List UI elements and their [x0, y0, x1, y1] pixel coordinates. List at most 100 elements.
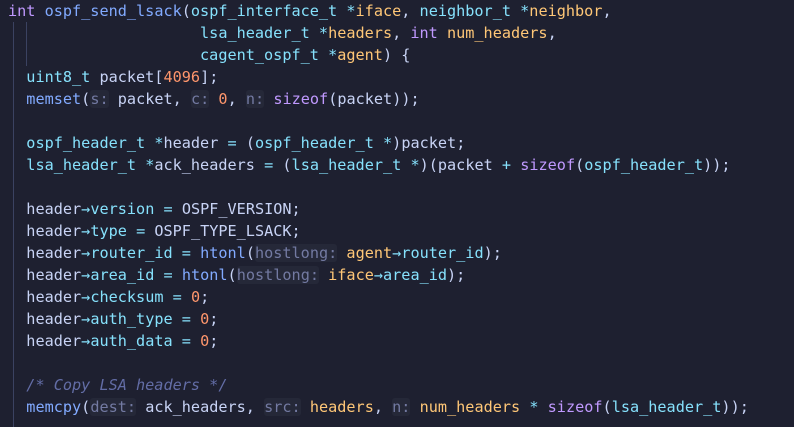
punctuation-token	[8, 90, 26, 108]
punctuation-token	[8, 376, 26, 394]
operator-token: =	[181, 310, 191, 328]
punctuation-token: ,	[602, 2, 612, 20]
punctuation-token	[337, 2, 346, 20]
code-line[interactable]: memset(s: packet, c: 0, n: sizeof(packet…	[8, 88, 749, 110]
punctuation-token	[173, 244, 182, 262]
operator-token: *	[145, 156, 155, 174]
punctuation-token: (	[81, 398, 91, 416]
indent-guide	[26, 22, 27, 66]
keyword-token: sizeof	[520, 156, 576, 174]
inlay-hint: n:	[392, 398, 411, 416]
inlay-hint: hostlong:	[236, 266, 319, 284]
punctuation-token	[319, 266, 328, 284]
operator-token: =	[264, 156, 274, 174]
code-line[interactable]: memcpy(dest: ack_headers, src: headers, …	[8, 396, 749, 418]
punctuation-token	[374, 134, 383, 152]
code-line[interactable]: header→type = OSPF_TYPE_LSACK;	[8, 220, 749, 242]
punctuation-token	[191, 332, 200, 350]
inlay-hint: s:	[90, 90, 109, 108]
punctuation-token	[173, 332, 182, 350]
code-line[interactable]: header→version = OSPF_VERSION;	[8, 198, 749, 220]
punctuation-token	[191, 244, 200, 262]
punctuation-token: ;	[456, 134, 466, 152]
code-line[interactable]: lsa_header_t *headers, int num_headers,	[8, 22, 749, 44]
keyword-token: sizeof	[547, 398, 603, 416]
code-line[interactable]: ospf_header_t *header = (ospf_header_t *…	[8, 132, 749, 154]
type-token: ospf_header_t	[26, 134, 146, 152]
punctuation-token: ,	[373, 398, 393, 416]
punctuation-token	[145, 134, 154, 152]
type-token: lsa_header_t	[291, 156, 402, 174]
identifier-token: header	[26, 222, 82, 240]
punctuation-token: )(	[419, 156, 438, 174]
punctuation-token: ) {	[382, 46, 411, 64]
punctuation-token	[154, 200, 163, 218]
punctuation-token	[310, 24, 319, 42]
operator-token: =	[172, 288, 182, 306]
operator-token: →	[81, 200, 91, 218]
punctuation-token	[8, 222, 26, 240]
function-token: memcpy	[26, 398, 82, 416]
type-token: router_id	[401, 244, 484, 262]
identifier-token: header	[26, 200, 82, 218]
punctuation-token: );	[483, 244, 502, 262]
punctuation-token: ,	[227, 90, 246, 108]
punctuation-token	[8, 266, 26, 284]
function-token: htonl	[200, 244, 246, 262]
code-line[interactable]	[8, 176, 749, 198]
punctuation-token	[8, 310, 26, 328]
operator-token: *	[383, 134, 393, 152]
inlay-hint: hostlong:	[254, 244, 338, 262]
type-token: ospf_interface_t	[190, 2, 338, 20]
operator-token: *	[346, 2, 356, 20]
operator-token: →	[81, 288, 91, 306]
number-token: 0	[218, 90, 228, 108]
code-line[interactable]: header→router_id = htonl(hostlong: agent…	[8, 242, 749, 264]
code-line[interactable]: cagent_ospf_t *agent) {	[8, 44, 749, 66]
punctuation-token	[8, 46, 200, 64]
punctuation-token	[8, 244, 26, 262]
punctuation-token	[511, 156, 520, 174]
punctuation-token: ;	[200, 288, 210, 306]
code-line[interactable]	[8, 352, 749, 374]
code-line[interactable]: lsa_header_t *ack_headers = (lsa_header_…	[8, 154, 749, 176]
code-line[interactable]: int ospf_send_lsack(ospf_interface_t *if…	[8, 0, 749, 22]
code-line[interactable]: header→checksum = 0;	[8, 286, 749, 308]
code-line[interactable]	[8, 110, 749, 132]
punctuation-token: [	[154, 68, 164, 86]
identifier-token: packet	[117, 90, 173, 108]
operator-token: *	[410, 156, 420, 174]
inlay-hint: dest:	[90, 398, 137, 416]
operator-token: *	[154, 134, 164, 152]
operator-token: →	[373, 266, 384, 284]
number-token: 0	[200, 310, 210, 328]
punctuation-token	[438, 24, 447, 42]
punctuation-token: (	[575, 156, 585, 174]
punctuation-token: ));	[721, 398, 749, 416]
punctuation-token: ];	[200, 68, 219, 86]
punctuation-token	[410, 398, 419, 416]
type-token: lsa_header_t	[26, 156, 137, 174]
punctuation-token	[127, 222, 136, 240]
code-line[interactable]: /* Copy LSA headers */	[8, 374, 749, 396]
punctuation-token	[136, 156, 145, 174]
punctuation-token	[493, 156, 502, 174]
inlay-hint: src:	[264, 398, 301, 416]
parameter-token: num_headers	[446, 24, 548, 42]
comment-token: /* Copy LSA headers */	[26, 376, 228, 394]
punctuation-token: )	[392, 134, 402, 152]
code-lines[interactable]: int ospf_send_lsack(ospf_interface_t *if…	[8, 0, 749, 418]
type-token: lsa_header_t	[611, 398, 722, 416]
code-line[interactable]: header→auth_type = 0;	[8, 308, 749, 330]
code-line[interactable]: uint8_t packet[4096];	[8, 66, 749, 88]
punctuation-token: ,	[547, 24, 557, 42]
identifier-token: header	[163, 134, 219, 152]
operator-token: *	[318, 24, 329, 42]
code-line[interactable]: header→auth_data = 0;	[8, 330, 749, 352]
punctuation-token	[173, 310, 182, 328]
punctuation-token: (	[236, 134, 255, 152]
punctuation-token: (	[328, 90, 338, 108]
code-line[interactable]: header→area_id = htonl(hostlong: iface→a…	[8, 264, 749, 286]
punctuation-token	[218, 134, 227, 152]
